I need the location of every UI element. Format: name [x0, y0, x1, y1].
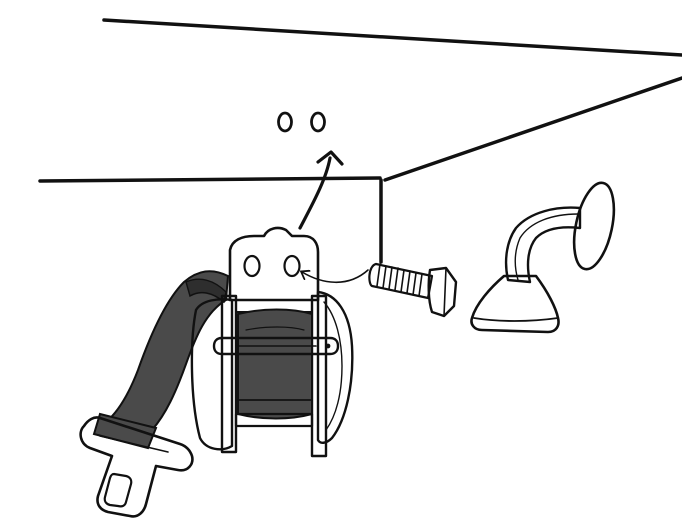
latch-plate-slot — [103, 472, 133, 508]
bolt-thread-6 — [406, 270, 411, 294]
suction-cup-base — [470, 274, 560, 334]
bolt-thread-1 — [376, 263, 381, 287]
bolt-thread-3 — [388, 266, 393, 290]
suction-cup-disc — [572, 181, 616, 271]
belt-webbing — [92, 270, 230, 450]
webbing-fold-shadow — [185, 278, 227, 304]
bolt-thread-7 — [412, 272, 417, 296]
suction-cup-mount — [470, 181, 616, 334]
retractor-crossbar — [212, 336, 340, 356]
retractor-spool-highlight — [245, 326, 305, 331]
mounting-surface — [38, 18, 682, 264]
suction-cup-neck-line — [514, 213, 579, 281]
retractor-rear-housing — [190, 298, 234, 451]
mounting-hole-right — [310, 111, 326, 133]
bracket-hole-right — [283, 254, 301, 278]
retractor-side-cover — [316, 290, 354, 444]
surface-diagonal-edge — [383, 76, 682, 182]
mounting-hole-left — [277, 111, 293, 133]
latch-plate-body — [79, 416, 194, 518]
suction-cup-neck — [504, 206, 582, 284]
retractor-mounting-bracket — [228, 226, 320, 302]
retractor-spool-webbing — [237, 308, 313, 420]
mounting-holes — [277, 111, 326, 133]
seat-belt-retractor — [190, 226, 354, 458]
bolt-thread-4 — [394, 267, 399, 291]
retractor-side-cover-inner — [323, 301, 343, 431]
bracket-to-holes-arrow — [298, 156, 332, 230]
latch-plate-webbing-slot — [99, 435, 169, 453]
bolt-to-bracket-arrow — [302, 269, 369, 283]
bolt-thread-5 — [400, 269, 405, 293]
crossbar-rivet — [325, 343, 331, 349]
latch-plate — [79, 416, 194, 518]
bracket-to-holes-arrowhead — [316, 150, 344, 166]
bolt-thread-2 — [382, 265, 387, 289]
surface-top-edge — [102, 18, 682, 57]
webbing-upper-strap — [103, 270, 230, 432]
retractor-frame-back — [235, 299, 313, 313]
retractor-frame-left — [220, 294, 238, 454]
retractor-bottom-bar — [234, 412, 314, 428]
bolt-thread-8 — [418, 273, 423, 297]
surface-horizontal-edge — [38, 176, 382, 183]
suction-cup-base-rim — [473, 317, 559, 322]
mounting-bolt — [368, 262, 458, 318]
bracket-hole-left — [243, 254, 261, 278]
bolt-hex-head-edge — [443, 267, 447, 317]
bolt-hex-head — [427, 266, 458, 318]
